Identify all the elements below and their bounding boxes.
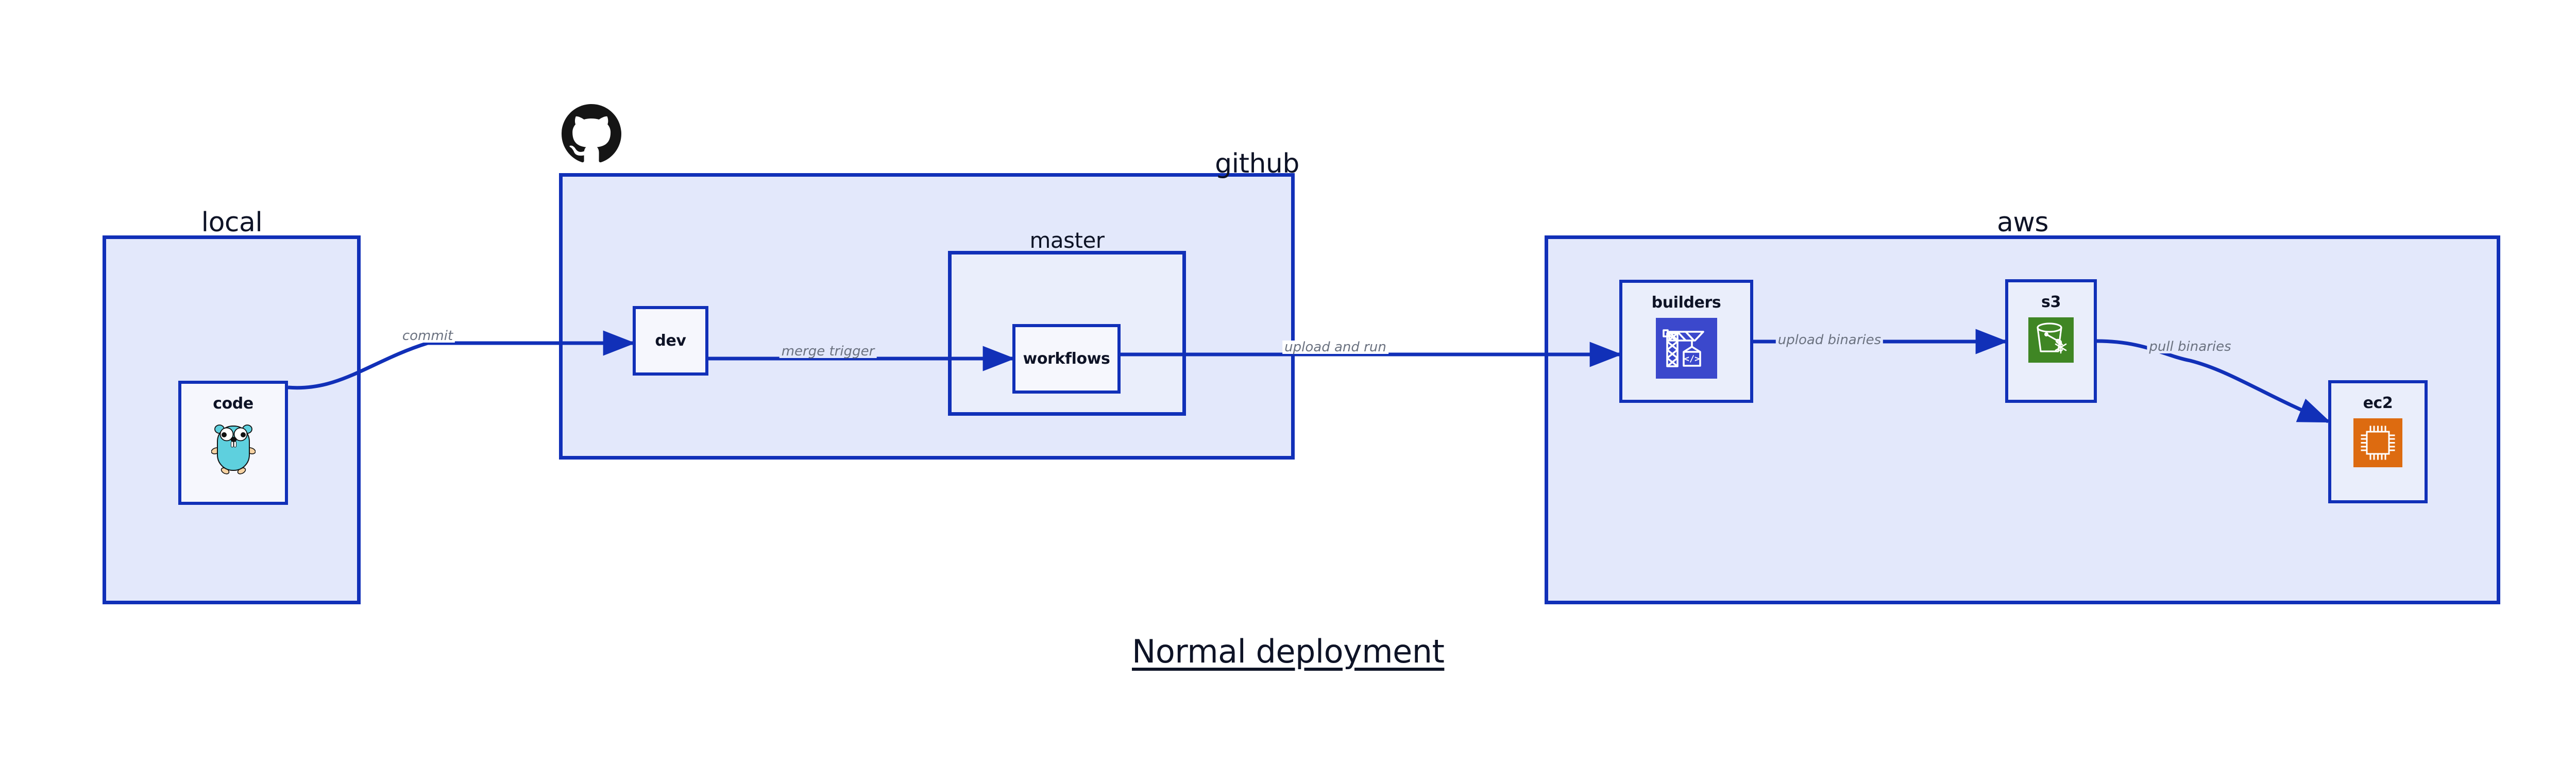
edge-label-pull-binaries: pull binaries [2147, 340, 2233, 353]
diagram-title: Normal deployment [1132, 633, 1445, 670]
edge-label-commit: commit [400, 329, 455, 343]
s3-bucket-icon [2028, 317, 2074, 365]
node-ec2-label: ec2 [2363, 394, 2393, 412]
ec2-chip-icon [2353, 418, 2402, 469]
node-builders-label: builders [1651, 294, 1721, 312]
node-s3[interactable]: s3 [2005, 279, 2097, 403]
node-s3-label: s3 [2041, 293, 2061, 311]
go-gopher-icon [210, 419, 256, 478]
node-code[interactable]: code [178, 381, 288, 505]
edge-label-upload-binaries: upload binaries [1775, 333, 1884, 347]
node-code-label: code [213, 395, 253, 413]
github-octocat-icon [562, 104, 621, 166]
crane-code-icon: </> [1655, 318, 1717, 381]
group-local-label: local [201, 207, 263, 238]
node-builders[interactable]: builders [1619, 280, 1753, 403]
svg-text:</>: </> [1684, 354, 1700, 364]
node-ec2[interactable]: ec2 [2328, 380, 2428, 503]
edge-commit [287, 330, 636, 390]
group-aws-label: aws [1997, 207, 2049, 238]
node-dev-label: dev [655, 331, 686, 350]
edge-label-merge-trigger: merge trigger [779, 345, 877, 358]
node-workflows-label: workflows [1023, 349, 1110, 368]
edge-label-upload-and-run: upload and run [1282, 341, 1388, 354]
group-github-label: github [1215, 148, 1299, 179]
subgroup-master-label: master [1029, 228, 1105, 253]
node-workflows[interactable]: workflows [1012, 324, 1121, 394]
edge-pull-binaries [2096, 339, 2331, 423]
node-dev[interactable]: dev [633, 306, 708, 376]
